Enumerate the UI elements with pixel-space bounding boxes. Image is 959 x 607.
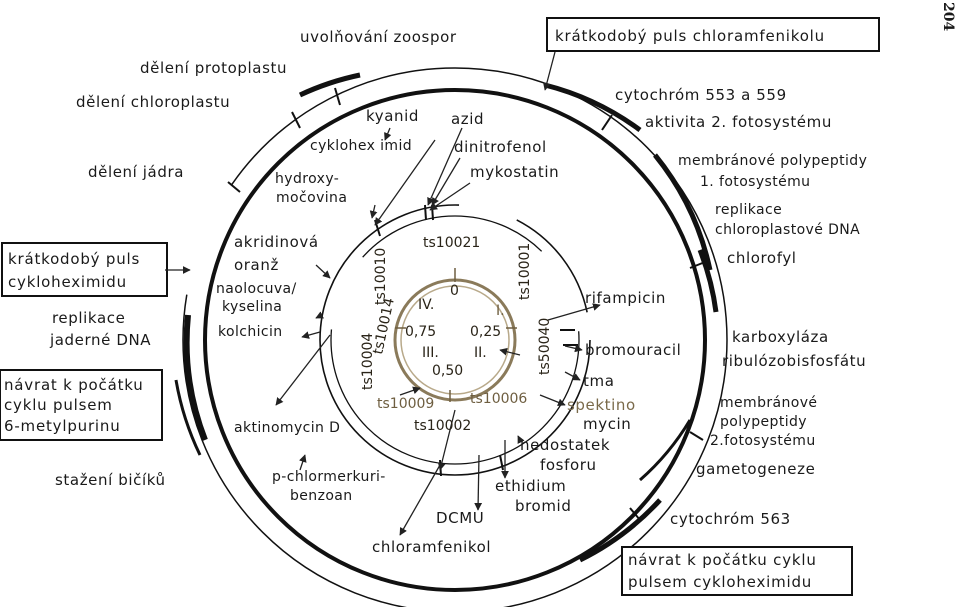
label-nuclear-division: dělení jádra xyxy=(88,163,184,181)
label-membrane-ps1-line1: membránové polypeptidy xyxy=(678,153,867,169)
label-ts10006: ts10006 xyxy=(470,391,527,407)
label-spectinomycin-line2: mycin xyxy=(583,415,631,433)
label-quadrant-2: II. xyxy=(474,345,487,361)
label-azide: azid xyxy=(451,110,484,128)
label-protoplast-division: dělení protoplastu xyxy=(140,59,287,77)
bar-methylpurine xyxy=(174,379,202,456)
label-ts10002: ts10002 xyxy=(414,418,471,434)
bar-nuclear-dna xyxy=(183,314,208,442)
label-chlorophyll: chlorofyl xyxy=(727,249,797,267)
box-methylpurine-line2: cyklu pulsem xyxy=(4,396,113,414)
label-mycostatin: mykostatin xyxy=(470,163,559,181)
label-phase-025: 0,25 xyxy=(470,324,501,340)
label-phase-0: 0 xyxy=(450,283,459,299)
label-quadrant-1: I. xyxy=(496,303,505,319)
label-quadrant-3: III. xyxy=(422,345,439,361)
box-cycloheximide-pulse: krátkodobý puls cykloheximidu xyxy=(1,242,168,297)
label-hydroxyurea-line2: močovina xyxy=(276,190,347,206)
outer-ring xyxy=(182,67,728,607)
label-carboxylase-line1: karboxyláza xyxy=(732,328,829,346)
outer-labels: uvolňování zoospor dělení protoplastu dě… xyxy=(49,28,867,528)
box-chloramphenicol-pulse: krátkodobý puls chloramfenikolu xyxy=(546,17,880,52)
label-phosphorus-line1: nedostatek xyxy=(520,436,610,454)
label-cycloheximide: cyklohex imid xyxy=(310,138,412,154)
inhibitor-labels: kyanid azid cyklohex imid dinitrofenol h… xyxy=(216,107,681,556)
label-actinomycin: aktinomycin D xyxy=(234,420,340,436)
label-spectinomycin-line1: spektino xyxy=(567,396,636,414)
label-membrane-ps2-line1: membránové xyxy=(720,395,817,411)
bar-chloroplast-dna xyxy=(653,153,713,271)
label-acridine-line1: akridinová xyxy=(234,233,319,251)
box-methylpurine-return: návrat k počátku cyklu pulsem 6-metylpur… xyxy=(0,369,163,441)
label-membrane-ps2-line3: 2.fotosystému xyxy=(710,433,816,449)
cycle-phase-labels: 0 0,25 0,50 0,75 IV. II. III. I. xyxy=(405,283,505,379)
label-cytochrome-553: cytochróm 553 a 559 xyxy=(615,86,787,104)
label-flagella-retraction: stažení bičíků xyxy=(55,471,166,489)
label-chloroplast-division: dělení chloroplastu xyxy=(76,93,230,111)
label-gametogenesis: gametogeneze xyxy=(696,460,815,478)
bar-chlorophyll xyxy=(697,249,719,313)
label-zoospore-release: uvolňování zoospor xyxy=(300,28,457,46)
label-chloramphenicol: chloramfenikol xyxy=(372,538,491,556)
bar-cytochrome-553 xyxy=(544,82,642,133)
bar-cytochrome-563 xyxy=(578,498,662,563)
middle-ring xyxy=(319,204,591,476)
label-membrane-ps1-line2: 1. fotosystému xyxy=(700,174,810,190)
label-ethidium-line2: bromid xyxy=(515,497,571,515)
label-tma: tma xyxy=(583,372,615,390)
label-membrane-ps2-line2: polypeptidy xyxy=(720,414,807,430)
label-phase-075: 0,75 xyxy=(405,324,436,340)
inner-ticks xyxy=(395,268,521,402)
box-chloramphenicol-pulse-text: krátkodobý puls chloramfenikolu xyxy=(555,27,825,45)
label-ps2-activity: aktivita 2. fotosystému xyxy=(645,113,832,131)
label-nuclear-dna-line2: jaderné DNA xyxy=(49,331,151,349)
label-phosphorus-line2: fosforu xyxy=(540,456,597,474)
box-cycloheximide-pulse-line2: cykloheximidu xyxy=(8,273,127,291)
mutant-labels: ts10021 ts10001 ts10010 ts10014 ts10004 … xyxy=(360,235,553,434)
label-quadrant-4: IV. xyxy=(418,297,434,313)
box-methylpurine-line1: návrat k počátku xyxy=(4,376,144,394)
label-bromouracil: bromouracil xyxy=(585,341,681,359)
label-pcmb-line2: benzoan xyxy=(290,488,353,504)
label-cytochrome-563: cytochróm 563 xyxy=(670,510,791,528)
box-cycloheximide-return-line2: pulsem cykloheximidu xyxy=(628,573,812,591)
label-hydroxyurea-line1: hydroxy- xyxy=(275,171,339,187)
label-dinitrophenol: dinitrofenol xyxy=(454,138,547,156)
label-rifampicin: rifampicin xyxy=(585,289,666,307)
timeline-bars xyxy=(174,72,719,563)
label-colchicine: kolchicin xyxy=(218,324,283,340)
label-ts10004: ts10004 xyxy=(360,333,376,390)
label-ts10021: ts10021 xyxy=(423,235,480,251)
arrow-chloramphenicol-pulse xyxy=(543,51,556,91)
box-cycloheximide-return: návrat k počátku cyklu pulsem cyklohexim… xyxy=(621,546,853,596)
box-cycloheximide-return-line1: návrat k počátku cyklu xyxy=(628,551,817,569)
label-ethidium-line1: ethidium xyxy=(495,477,566,495)
label-dcmu: DCMU xyxy=(436,509,484,527)
box-cycloheximide-pulse-line1: krátkodobý puls xyxy=(8,250,140,268)
label-nalidixic-line1: naolocuva/ xyxy=(216,281,297,297)
label-ts10010: ts10010 xyxy=(373,248,389,305)
label-phase-050: 0,50 xyxy=(432,363,463,379)
label-ts10001: ts10001 xyxy=(517,243,533,300)
box-methylpurine-line3: 6-metylpurinu xyxy=(4,417,121,435)
label-nuclear-dna-line1: replikace xyxy=(52,309,125,327)
label-carboxylase-line2: ribulózobisfosfátu xyxy=(722,352,866,370)
inhibitor-arrows xyxy=(275,127,601,536)
label-nalidixic-line2: kyselina xyxy=(222,299,282,315)
label-chloroplast-dna-line2: chloroplastové DNA xyxy=(715,222,860,238)
bar-gametogenesis xyxy=(639,419,692,482)
label-ts10009: ts10009 xyxy=(377,396,434,412)
label-cyanide: kyanid xyxy=(366,107,419,125)
label-pcmb-line1: p-chlormerkuri- xyxy=(272,469,386,485)
bar-division xyxy=(298,72,361,98)
label-acridine-line2: oranž xyxy=(234,256,279,274)
label-chloroplast-dna-line1: replikace xyxy=(715,202,782,218)
page-number: 204 xyxy=(940,2,956,31)
label-ts50040: ts50040 xyxy=(537,318,553,375)
